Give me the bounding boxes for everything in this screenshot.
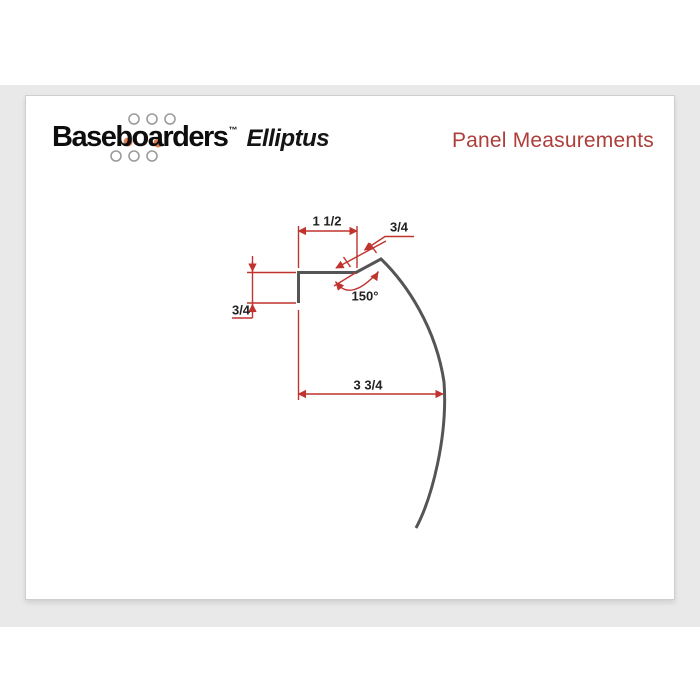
page-title: Panel Measurements: [451, 129, 654, 152]
dimension-top-width: [297, 226, 358, 268]
content-card: [25, 95, 675, 600]
label-slant-length: 3/4: [389, 219, 409, 235]
panel-profile-outline: [297, 257, 447, 529]
label-left-height: 3/4: [231, 302, 251, 318]
logo-brand-name: Baseboarders: [52, 121, 229, 153]
dimension-angle: [333, 271, 380, 291]
brand-logo: Baseboarders ™ Elliptus: [52, 121, 330, 154]
label-bottom-width: 3 3/4: [353, 377, 383, 393]
label-top-width: 1 1/2: [312, 213, 342, 229]
dimension-bottom-width: [297, 310, 444, 400]
dimension-lines: [232, 226, 444, 400]
dimension-left-height: [232, 256, 296, 319]
label-angle: 150°: [351, 288, 379, 304]
dimension-slant-length: [335, 235, 414, 269]
logo-trademark-symbol: ™: [228, 125, 238, 135]
logo-product-name: Elliptus: [246, 125, 330, 152]
